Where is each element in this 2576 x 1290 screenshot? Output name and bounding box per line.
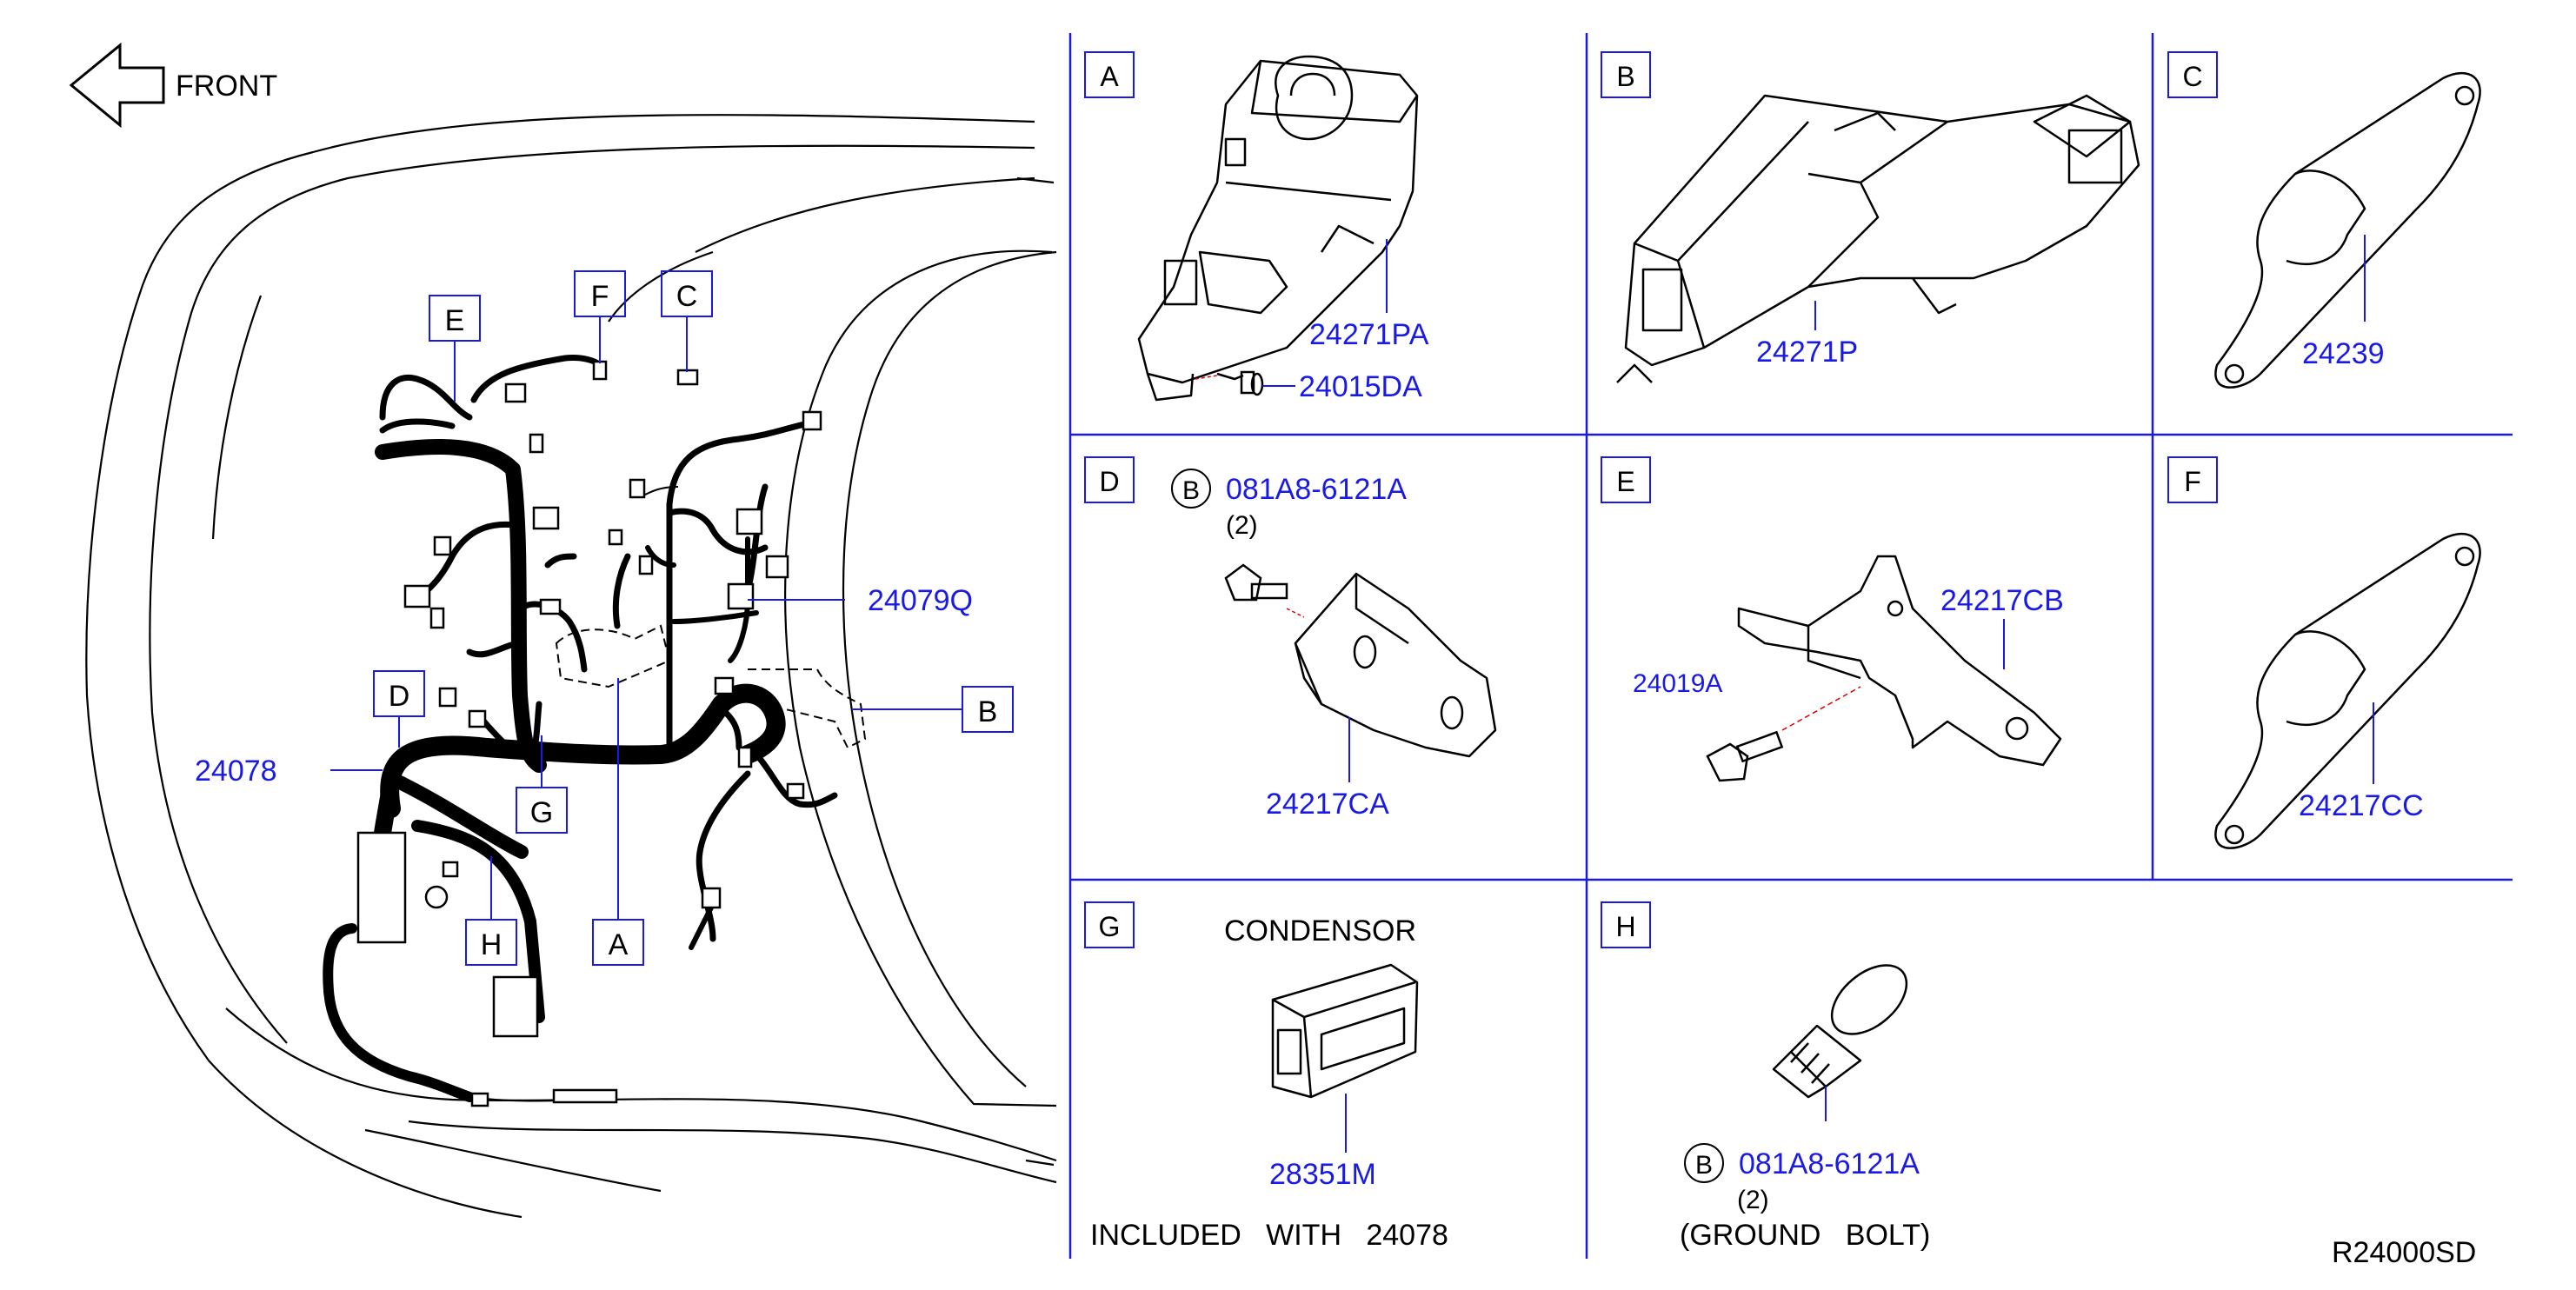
bolt-qty-h: (2) [1737,1186,1769,1214]
module-outline-dashed [555,624,671,688]
bolt-part-number-h: 081A8-6121A [1739,1147,1920,1180]
relay-bracket-drawing [1137,55,1419,402]
front-arrow-icon [69,42,165,129]
ground-bolt-icon [1772,964,1908,1099]
bolt-part-number-d: 081A8-6121A [1226,473,1407,506]
ground-point-icon [424,885,449,909]
harness-bracket-drawing [1616,94,2140,383]
bolt-symbol-circle-h [1684,1143,1724,1183]
bracket-24217cb-drawing [1737,555,2062,767]
bolt-symbol-h: B [1695,1151,1713,1180]
callout-e: E [445,304,465,337]
panel-grid [1068,33,2513,1259]
axis-line-e [1781,686,1861,731]
panel-a-label: A [1100,61,1119,92]
panel-f-label: F [2184,466,2201,497]
part-number-24078: 24078 [195,755,277,788]
callout-a: A [609,928,629,961]
wiring-harness [323,355,838,1102]
part-number-24271p: 24271P [1756,336,1858,369]
diagram-code: R24000SD [2332,1236,2476,1269]
condensor-connector-drawing [1271,963,1419,1099]
condensor-note: INCLUDED WITH 24078 [1090,1219,1448,1252]
part-number-24217cc: 24217CC [2299,789,2424,822]
callout-f: F [591,280,609,313]
part-number-24019a: 24019A [1633,669,1722,698]
callout-g: G [530,796,553,829]
vehicle-body-outline [85,114,1057,1219]
condensor-title: CONDENSOR [1224,914,1416,948]
panel-e-label: E [1616,466,1634,497]
part-number-24079q: 24079Q [868,584,973,617]
bracket-24239-drawing [2214,71,2481,389]
bolt-symbol-circle-d [1171,469,1211,509]
panel-b-label: B [1616,61,1634,92]
panel-d-label: D [1099,466,1119,497]
bolt-d-icon [1224,563,1288,602]
part-number-28351m: 28351M [1269,1158,1376,1191]
bolt-symbol-d: B [1182,476,1200,505]
part-number-24015da: 24015DA [1299,370,1422,403]
part-number-24217ca: 24217CA [1266,788,1389,821]
part-number-24271pa: 24271PA [1309,318,1429,351]
callout-c: C [676,280,698,313]
bracket-outline-dashed [748,668,867,749]
bolt-qty-d: (2) [1226,511,1258,540]
screw-24015da-icon [1216,370,1264,396]
axis-line-d [1286,608,1305,618]
bracket-24217cc-drawing [2214,532,2481,849]
bracket-24217ca-drawing [1294,572,1497,758]
panel-letter-boxes [1084,51,2218,948]
part-number-24217cb: 24217CB [1940,584,2064,617]
bolt-24019a-icon [1706,730,1784,782]
front-label: FRONT [176,70,277,103]
callout-d: D [389,680,410,713]
overview-callouts [330,270,1014,966]
panel-g-label: G [1099,911,1121,942]
panel-c-label: C [2182,61,2202,92]
axis-line [1195,375,1218,380]
part-number-24239: 24239 [2302,337,2385,370]
ground-bolt-note: (GROUND BOLT) [1680,1219,1930,1252]
harness-connectors [356,360,822,1107]
panel-h-label: H [1615,911,1635,942]
callout-h: H [481,928,503,961]
callout-b: B [978,695,998,728]
